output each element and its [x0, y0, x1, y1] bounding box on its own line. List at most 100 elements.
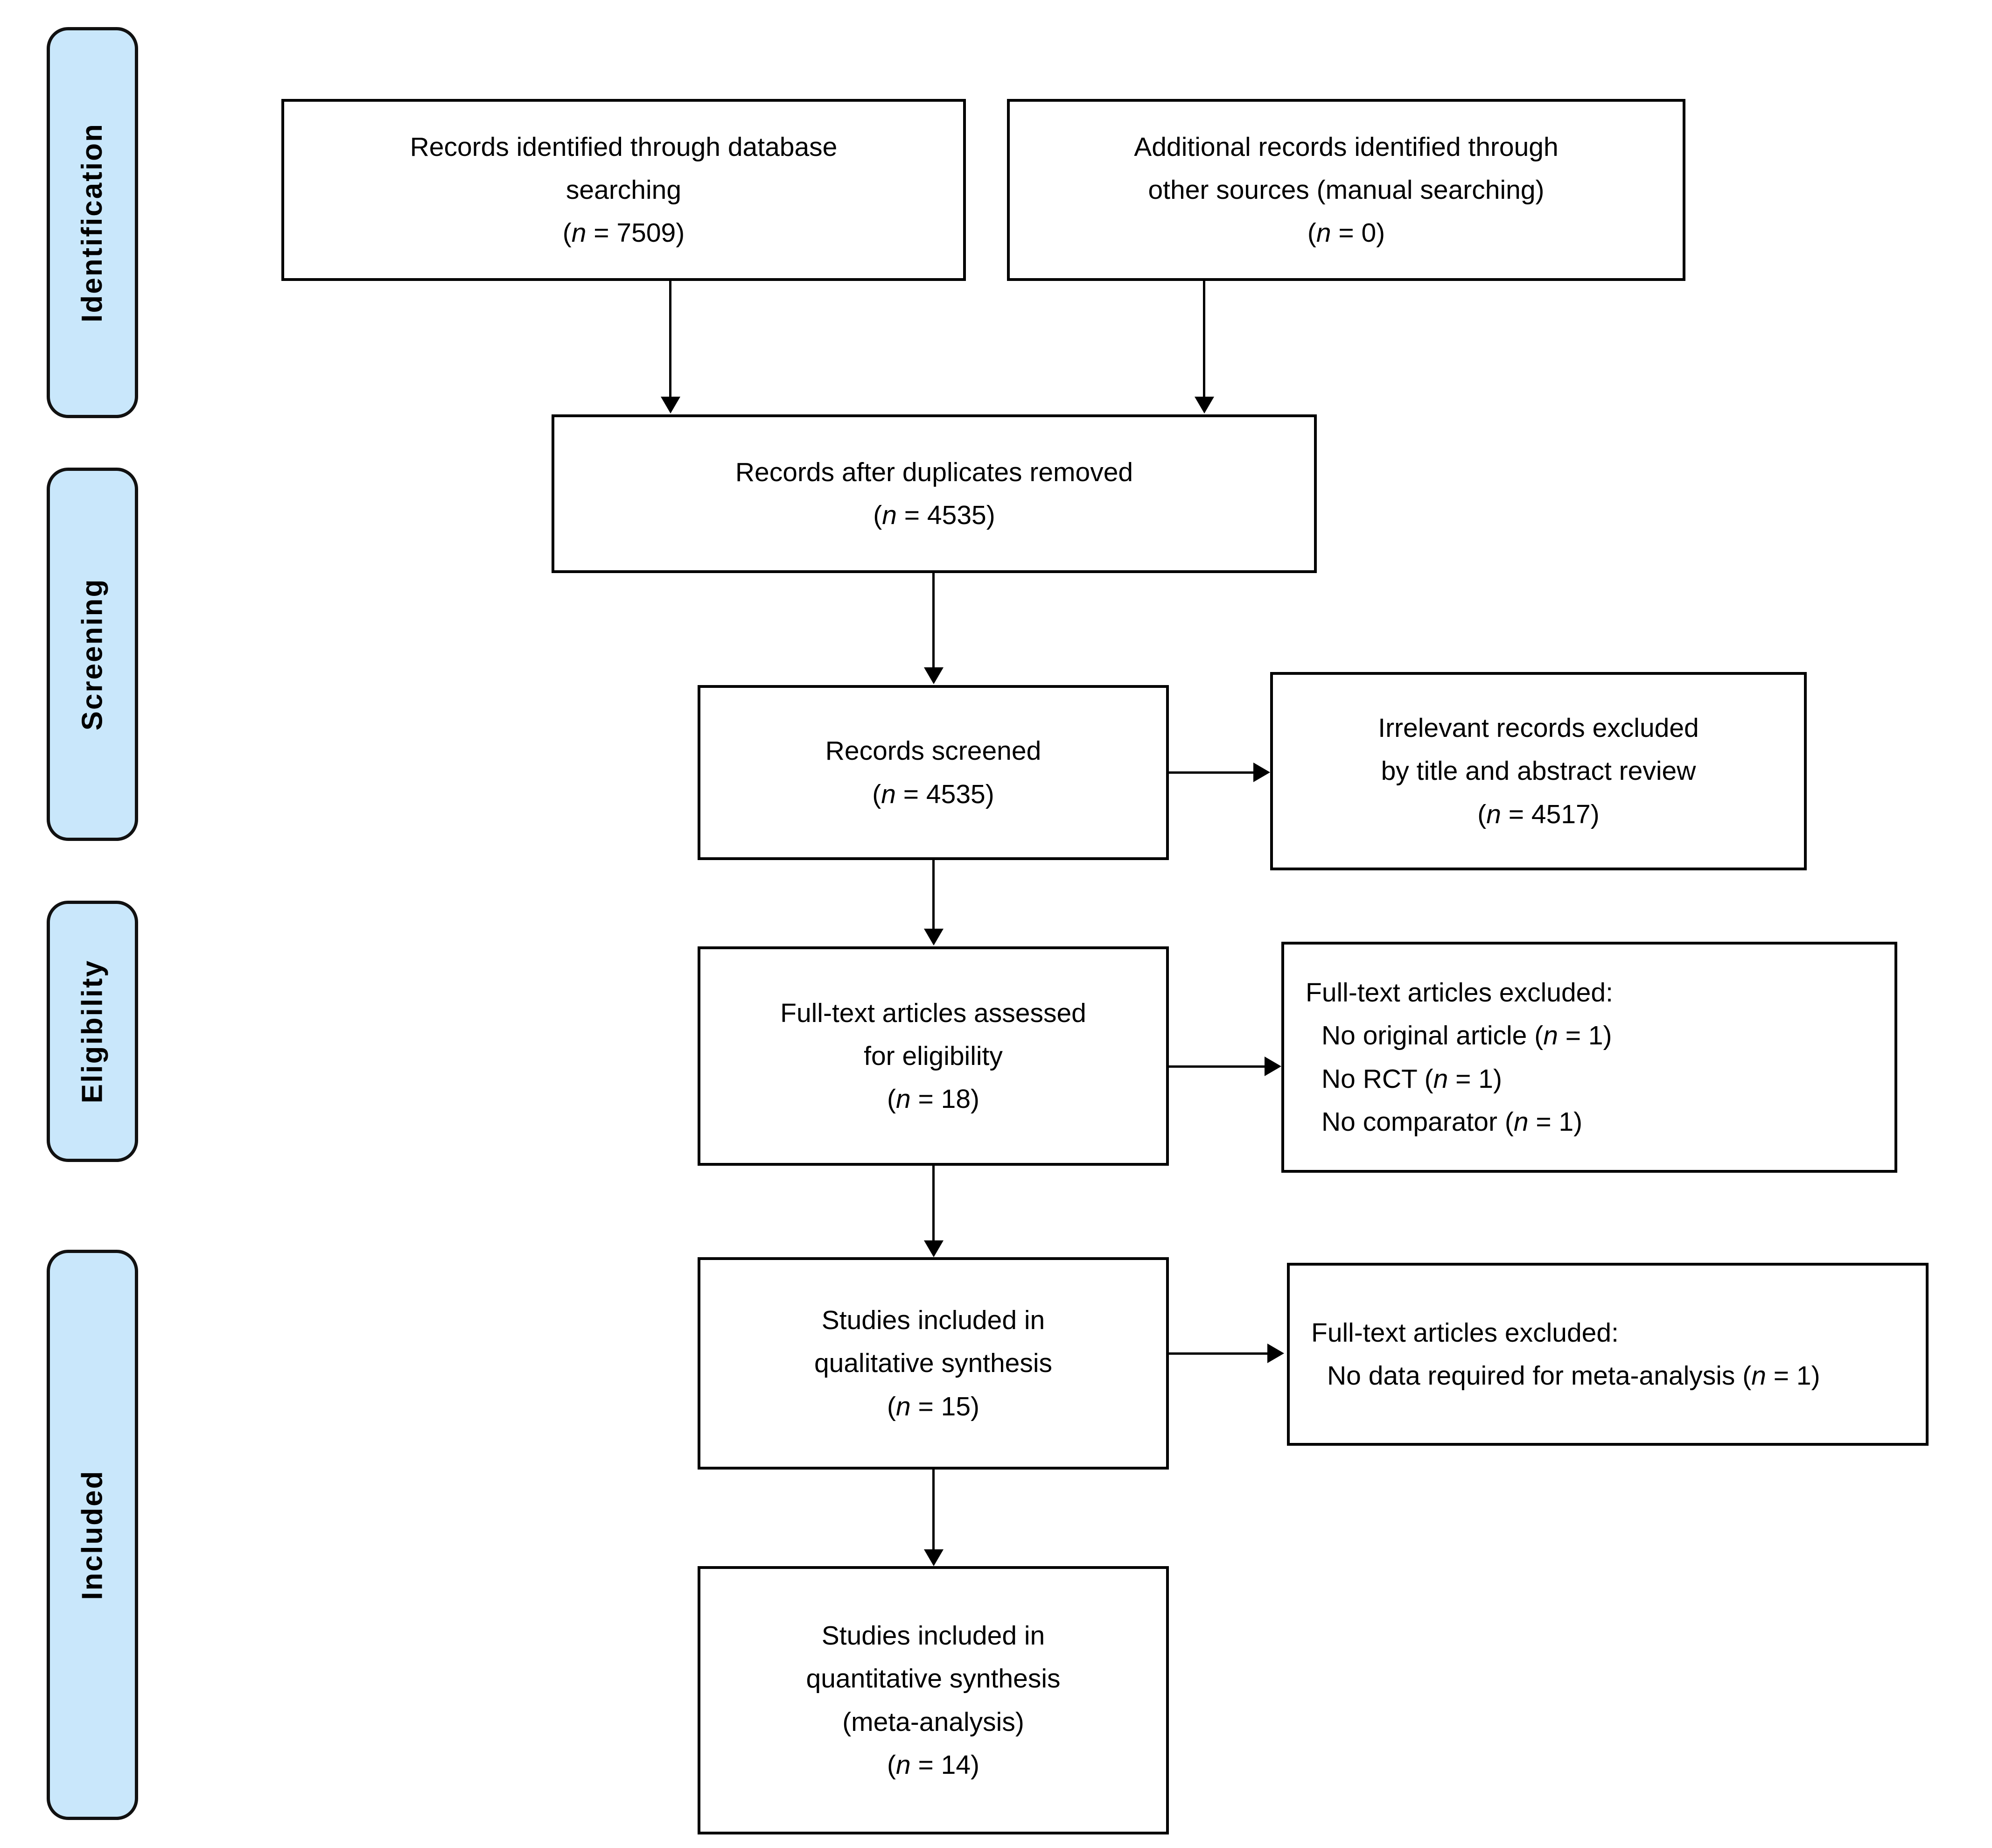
stage-pill-screening: Screening — [47, 468, 138, 841]
stage-pill-eligibility: Eligibility — [47, 901, 138, 1162]
box-fulltext-excluded-included: Full-text articles excluded: No data req… — [1287, 1263, 1929, 1446]
paren-open: ( — [1307, 218, 1316, 248]
fulltext-excluded-eligibility-reason2: No RCT (n = 1) — [1306, 1057, 1502, 1100]
fulltext-excluded-included-heading: Full-text articles excluded: — [1311, 1317, 1619, 1348]
reason2-text: No RCT ( — [1321, 1064, 1433, 1094]
box-qualitative-synthesis: Studies included in qualitative synthesi… — [698, 1257, 1169, 1470]
duplicates-removed-count: (n = 4535) — [873, 494, 995, 537]
reason1-text: No data required for meta-analysis ( — [1327, 1361, 1752, 1391]
paren-open: ( — [887, 1391, 896, 1421]
stage-label-eligibility: Eligibility — [76, 959, 108, 1104]
box-other-sources: Additional records identified through ot… — [1007, 99, 1685, 281]
connector-database-to-duplicates — [669, 281, 671, 398]
connector-qualitative-to-excluded — [1169, 1352, 1269, 1355]
database-search-count: (n = 7509) — [563, 211, 685, 254]
stage-pill-identification: Identification — [47, 27, 138, 418]
arrowhead-qualitative-to-quantitative — [924, 1549, 944, 1566]
count-value: = 4517) — [1501, 799, 1600, 829]
count-value: = 4535) — [895, 779, 994, 809]
other-sources-line2: other sources (manual searching) — [1148, 175, 1545, 205]
reason3-text: No comparator ( — [1321, 1106, 1514, 1137]
arrowhead-duplicates-to-screened — [924, 667, 944, 684]
box-records-screened: Records screened (n = 4535) — [698, 685, 1169, 860]
qualitative-synthesis-line1: Studies included in — [821, 1305, 1045, 1335]
paren-open: ( — [887, 1084, 896, 1114]
stage-label-identification: Identification — [76, 123, 108, 322]
box-database-search: Records identified through database sear… — [281, 99, 966, 281]
count-value: = 0) — [1331, 218, 1385, 248]
paren-open: ( — [562, 218, 572, 248]
other-sources-line1: Additional records identified through — [1134, 132, 1559, 162]
quantitative-synthesis-line1: Studies included in — [821, 1620, 1045, 1651]
count-value: = 14) — [910, 1750, 980, 1780]
arrowhead-assessed-to-excluded — [1265, 1057, 1281, 1076]
count-value: = 7509) — [586, 218, 685, 248]
connector-duplicates-to-screened — [932, 573, 935, 669]
fulltext-assessed-line1: Full-text articles assessed — [780, 998, 1086, 1028]
connector-assessed-to-qualitative — [932, 1166, 935, 1243]
n-symbol: n — [882, 500, 897, 530]
n-symbol: n — [895, 1084, 911, 1114]
n-symbol: n — [1316, 218, 1331, 248]
n-symbol: n — [1751, 1361, 1766, 1391]
arrowhead-other-to-duplicates — [1195, 397, 1214, 413]
connector-screened-to-irrelevant — [1169, 771, 1255, 774]
qualitative-synthesis-count: (n = 15) — [887, 1385, 979, 1428]
irrelevant-excluded-count: (n = 4517) — [1477, 793, 1599, 836]
qualitative-synthesis-line2: qualitative synthesis — [814, 1348, 1053, 1379]
count-value: = 18) — [910, 1084, 980, 1114]
n-symbol: n — [881, 779, 896, 809]
arrowhead-database-to-duplicates — [661, 397, 680, 413]
connector-screened-to-fulltext — [932, 860, 935, 930]
box-irrelevant-excluded: Irrelevant records excluded by title and… — [1270, 672, 1807, 870]
paren-open: ( — [1477, 799, 1487, 829]
count-value: = 15) — [910, 1391, 980, 1421]
quantitative-synthesis-count: (n = 14) — [887, 1743, 979, 1786]
box-fulltext-excluded-eligibility: Full-text articles excluded: No original… — [1281, 942, 1897, 1173]
quantitative-synthesis-line2: quantitative synthesis — [806, 1664, 1061, 1694]
database-search-line1: Records identified through database — [410, 132, 838, 162]
reason3-count: = 1) — [1528, 1106, 1583, 1137]
stage-label-screening: Screening — [76, 578, 108, 731]
n-symbol: n — [571, 218, 587, 248]
connector-assessed-to-excluded — [1169, 1065, 1267, 1068]
database-search-line2: searching — [566, 175, 682, 205]
reason1-count: = 1) — [1558, 1021, 1612, 1051]
fulltext-assessed-count: (n = 18) — [887, 1078, 979, 1120]
fulltext-excluded-included-reason1: No data required for meta-analysis (n = … — [1311, 1354, 1820, 1397]
box-fulltext-assessed: Full-text articles assessed for eligibil… — [698, 946, 1169, 1166]
n-symbol: n — [1543, 1021, 1558, 1051]
fulltext-excluded-eligibility-reason3: No comparator (n = 1) — [1306, 1100, 1582, 1143]
records-screened-count: (n = 4535) — [872, 773, 994, 816]
connector-other-to-duplicates — [1203, 281, 1205, 398]
arrowhead-screened-to-fulltext — [924, 929, 944, 945]
paren-open: ( — [887, 1750, 896, 1780]
count-value: = 4535) — [896, 500, 995, 530]
stage-pill-included: Included — [47, 1250, 138, 1820]
paren-open: ( — [872, 779, 881, 809]
connector-qualitative-to-quantitative — [932, 1470, 935, 1551]
n-symbol: n — [1486, 799, 1501, 829]
fulltext-assessed-line2: for eligibility — [864, 1041, 1003, 1071]
records-screened-line1: Records screened — [825, 736, 1041, 766]
box-duplicates-removed: Records after duplicates removed (n = 45… — [552, 414, 1317, 573]
arrowhead-screened-to-irrelevant — [1253, 763, 1270, 782]
other-sources-count: (n = 0) — [1307, 211, 1385, 254]
reason1-text: No original article ( — [1321, 1021, 1544, 1051]
fulltext-excluded-eligibility-reason1: No original article (n = 1) — [1306, 1014, 1612, 1057]
reason2-count: = 1) — [1448, 1064, 1502, 1094]
n-symbol: n — [1513, 1106, 1529, 1137]
box-quantitative-synthesis: Studies included in quantitative synthes… — [698, 1566, 1169, 1834]
quantitative-synthesis-line3: (meta-analysis) — [842, 1707, 1024, 1737]
n-symbol: n — [895, 1391, 911, 1421]
irrelevant-excluded-line1: Irrelevant records excluded — [1378, 713, 1699, 743]
n-symbol: n — [895, 1750, 911, 1780]
duplicates-removed-line1: Records after duplicates removed — [735, 457, 1133, 487]
irrelevant-excluded-line2: by title and abstract review — [1381, 756, 1696, 786]
fulltext-excluded-eligibility-heading: Full-text articles excluded: — [1306, 977, 1613, 1008]
paren-open: ( — [873, 500, 882, 530]
n-symbol: n — [1433, 1064, 1448, 1094]
arrowhead-qualitative-to-excluded — [1267, 1344, 1284, 1363]
arrowhead-assessed-to-qualitative — [924, 1240, 944, 1257]
